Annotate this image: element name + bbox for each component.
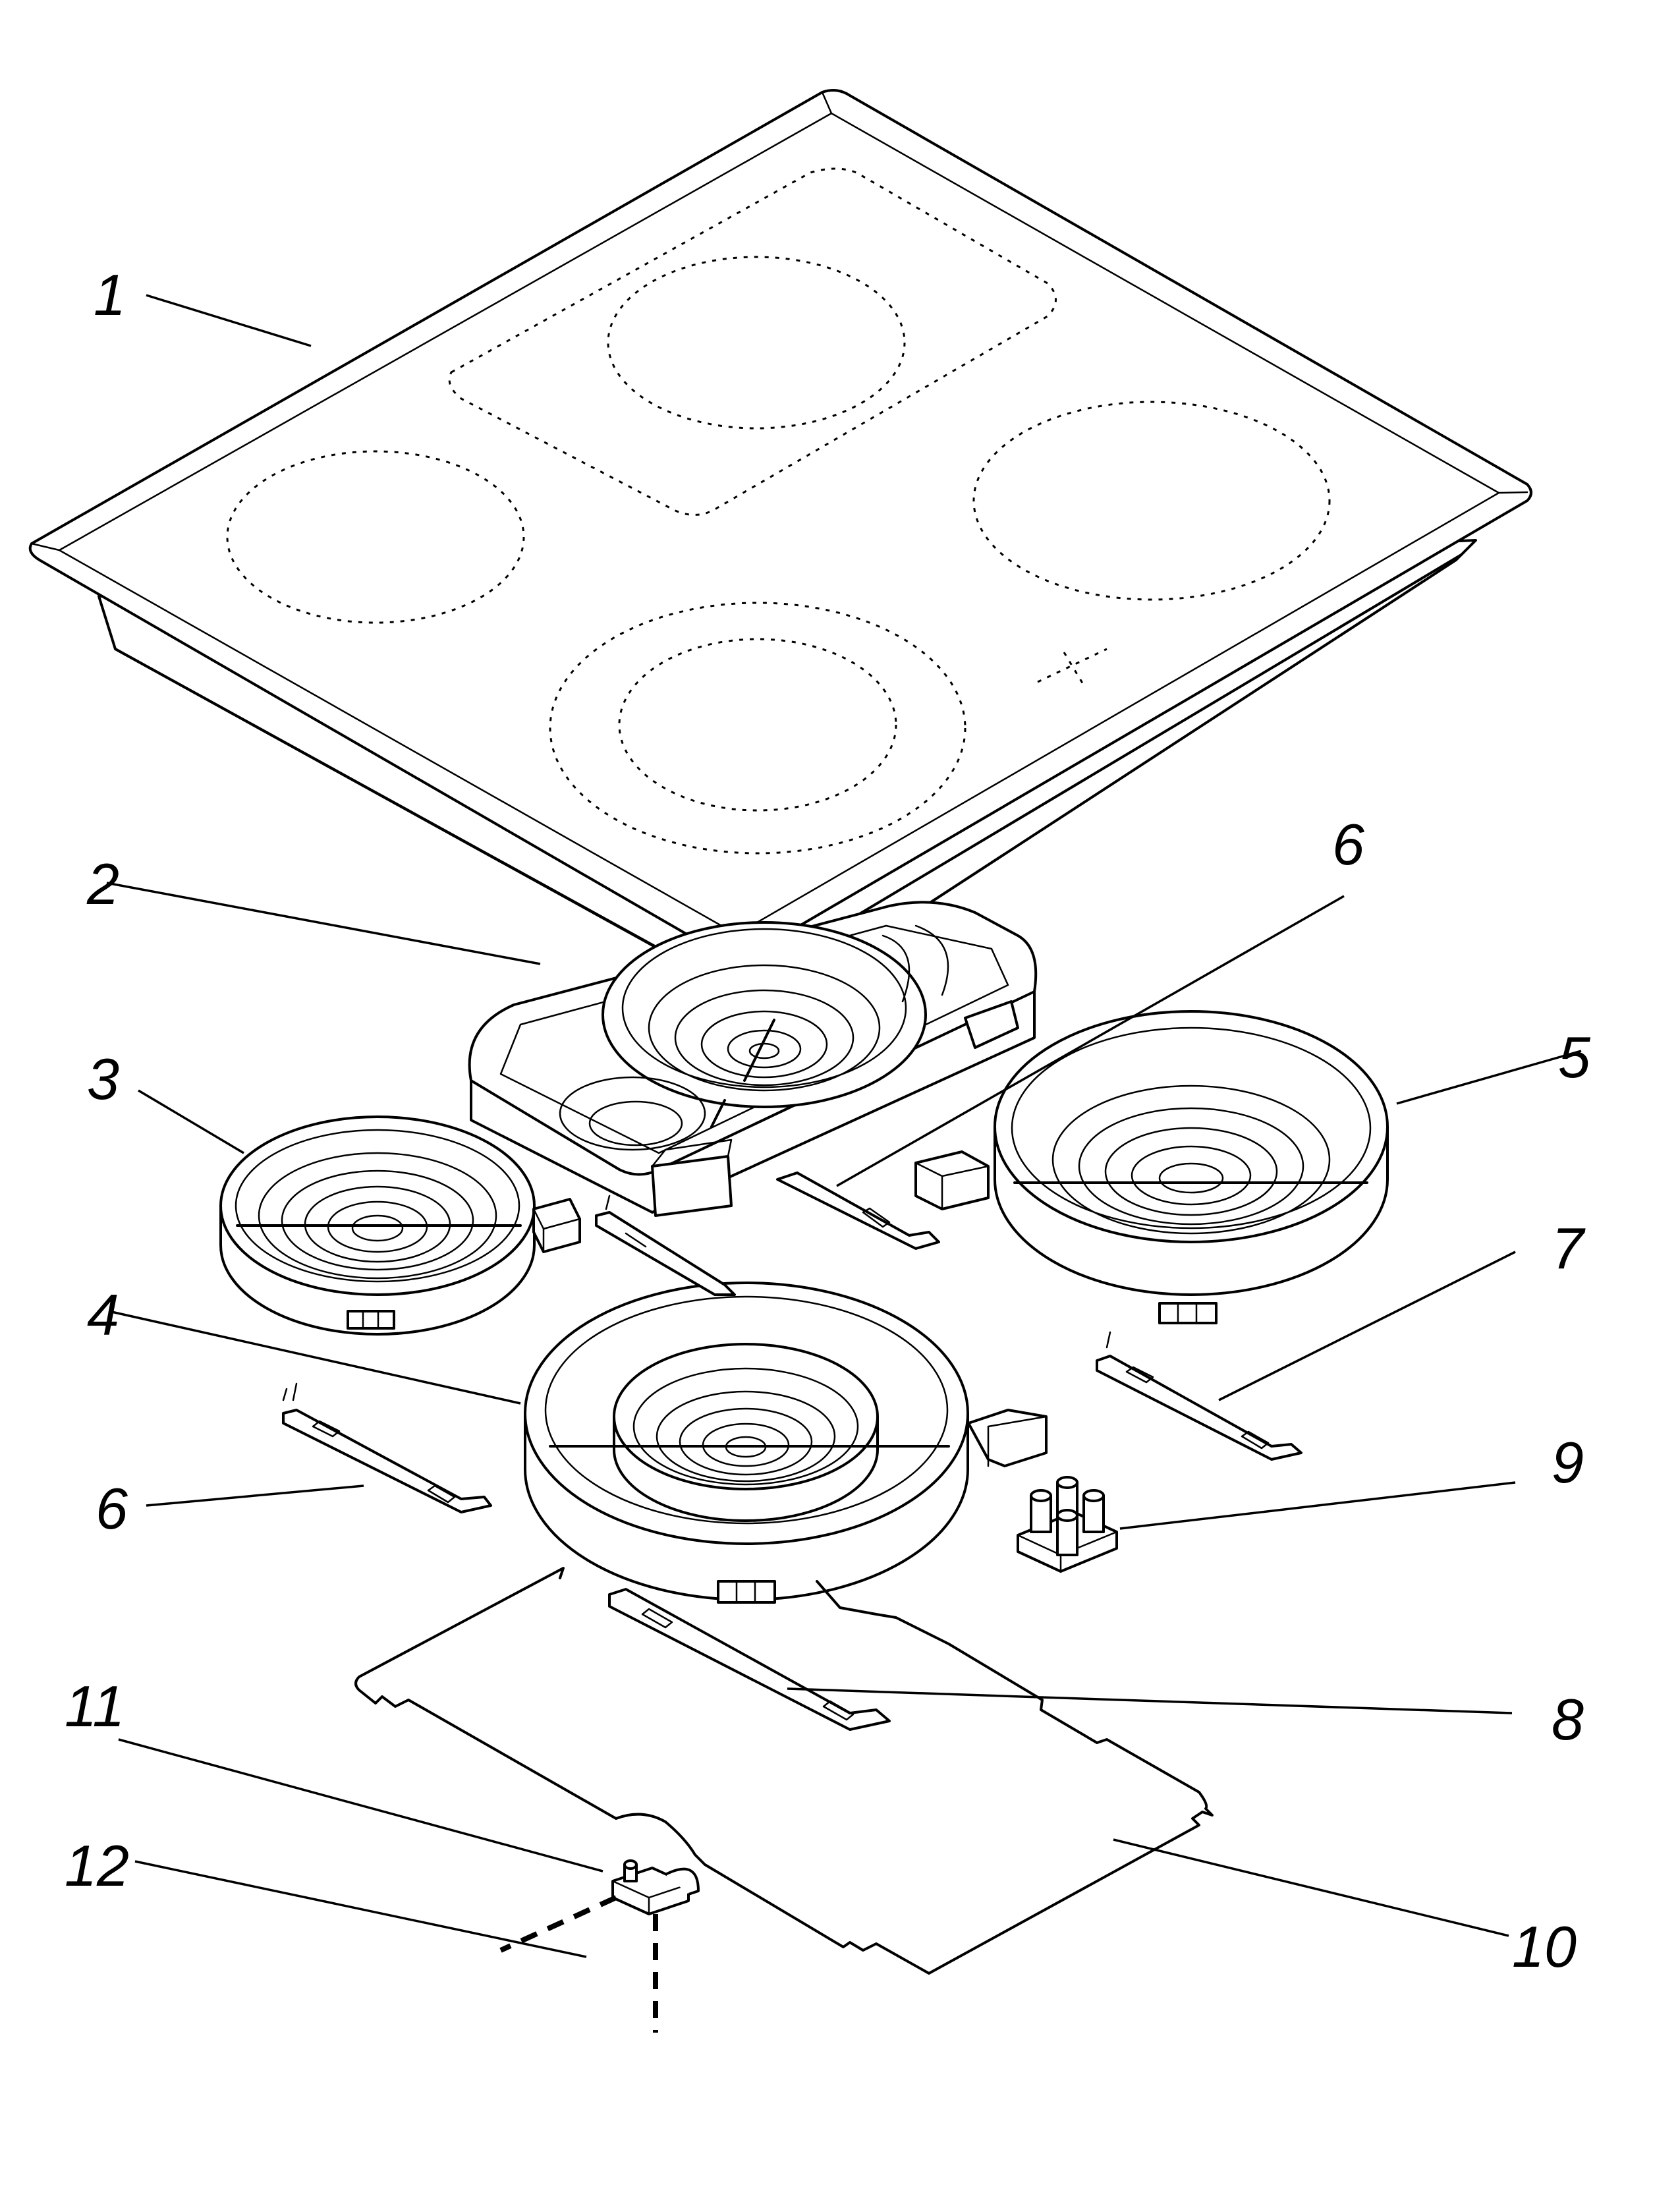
callout-9: 9 — [1552, 1430, 1584, 1495]
callout-7: 7 — [1552, 1216, 1586, 1281]
leader-3 — [138, 1089, 244, 1154]
part-5-heating-element-large — [914, 1010, 1389, 1324]
callout-10: 10 — [1512, 1914, 1577, 1979]
leader-7 — [1218, 1251, 1516, 1401]
callout-4: 4 — [87, 1282, 119, 1347]
callout-11: 11 — [65, 1674, 125, 1739]
part-6-limiter-strip-center — [595, 1195, 736, 1296]
callout-2: 2 — [86, 851, 119, 917]
callout-labels: 1 2 3 4 5 6 6 7 8 9 10 11 12 — [65, 262, 1591, 1979]
leader-6a — [836, 895, 1345, 1187]
leader-10 — [1113, 1838, 1509, 1937]
leader-9 — [1119, 1481, 1516, 1530]
part-1-glass-cooktop — [28, 88, 1532, 1029]
leader-lines — [106, 294, 1582, 1958]
callout-5: 5 — [1558, 1025, 1591, 1090]
leader-11 — [118, 1738, 603, 1873]
leader-6b — [146, 1484, 364, 1507]
leader-1 — [146, 294, 312, 347]
part-2-dual-heating-element — [468, 901, 1038, 1217]
part-6-limiter-strip-upper — [776, 1171, 940, 1250]
callout-8: 8 — [1552, 1687, 1584, 1752]
part-10-base-sheet — [354, 1567, 1214, 1975]
callout-1: 1 — [94, 262, 126, 327]
part-11-switch — [611, 1859, 700, 1915]
part-3-heating-element-small — [219, 1115, 581, 1336]
part-6-limiter-strip-left — [282, 1382, 492, 1513]
callout-6-upper: 6 — [1332, 812, 1364, 877]
part-12-wiring — [499, 1895, 658, 2033]
part-8-limiter-strip — [608, 1588, 891, 1731]
callout-3: 3 — [87, 1046, 119, 1112]
leader-5 — [1396, 1050, 1582, 1105]
part-4-heating-element-dual — [524, 1282, 1048, 1604]
leader-12 — [134, 1860, 587, 1958]
leader-4 — [108, 1310, 521, 1405]
callout-12: 12 — [65, 1833, 129, 1898]
leader-8 — [787, 1687, 1513, 1714]
callout-6-lower: 6 — [96, 1476, 128, 1541]
part-7-limiter-strip — [1096, 1331, 1302, 1461]
leader-2 — [106, 882, 541, 965]
part-9-terminal-block — [1017, 1476, 1118, 1573]
